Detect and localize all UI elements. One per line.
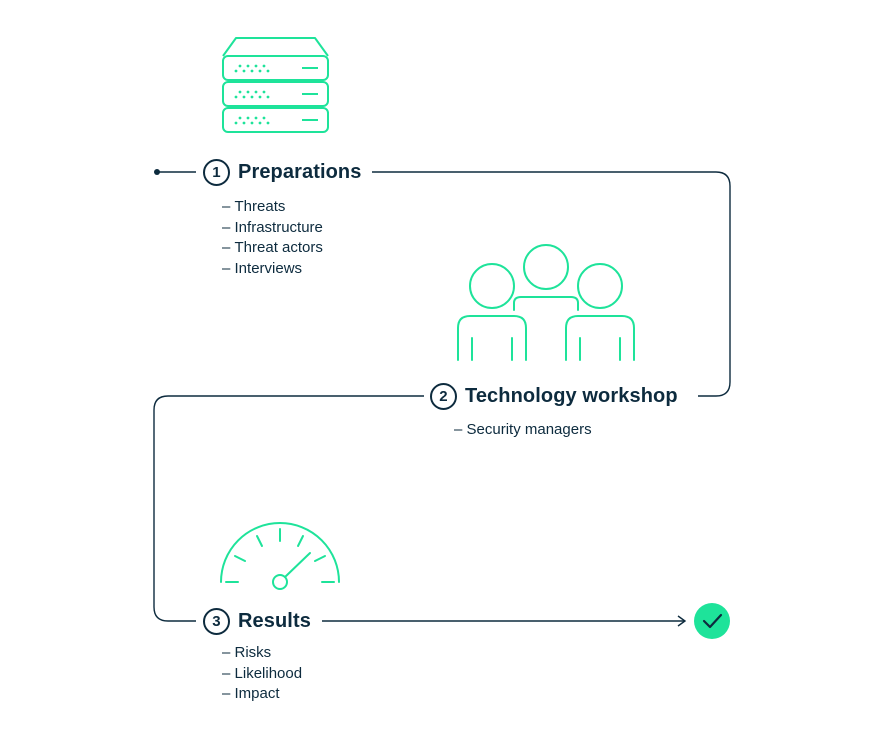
connector-step2-to-step3 — [153, 395, 424, 622]
list-item: Threats — [222, 197, 323, 218]
step-3-title: 3 Results — [197, 606, 317, 636]
step-1-number: 1 — [203, 158, 230, 186]
connector-step1-to-step2 — [372, 171, 731, 397]
arrow-head — [677, 615, 687, 627]
list-item: Impact — [222, 684, 302, 705]
list-item: Threat actors — [222, 238, 323, 259]
step-1-list: Threats Infrastructure Threat actors Int… — [222, 197, 323, 279]
gauge-icon — [220, 522, 340, 590]
step-2-number: 2 — [430, 382, 457, 410]
step-2-list: Security managers — [454, 420, 592, 441]
step-1-title: 1 Preparations — [197, 157, 368, 187]
step-3-number: 3 — [203, 607, 230, 635]
step-2-label: Technology workshop — [465, 384, 678, 407]
people-group-icon — [457, 244, 635, 361]
list-item: Security managers — [454, 420, 592, 441]
server-rack-icon — [222, 37, 329, 133]
step-2-title: 2 Technology workshop — [424, 381, 684, 411]
list-item: Interviews — [222, 259, 323, 280]
list-item: Infrastructure — [222, 218, 323, 239]
step-3-list: Risks Likelihood Impact — [222, 643, 303, 705]
check-circle-icon — [694, 603, 730, 639]
list-item: Risks — [222, 643, 302, 664]
flow-connectors — [153, 169, 731, 627]
list-item: Likelihood — [222, 664, 303, 685]
step-3-label: Results — [238, 609, 311, 632]
step-1-label: Preparations — [238, 160, 362, 183]
